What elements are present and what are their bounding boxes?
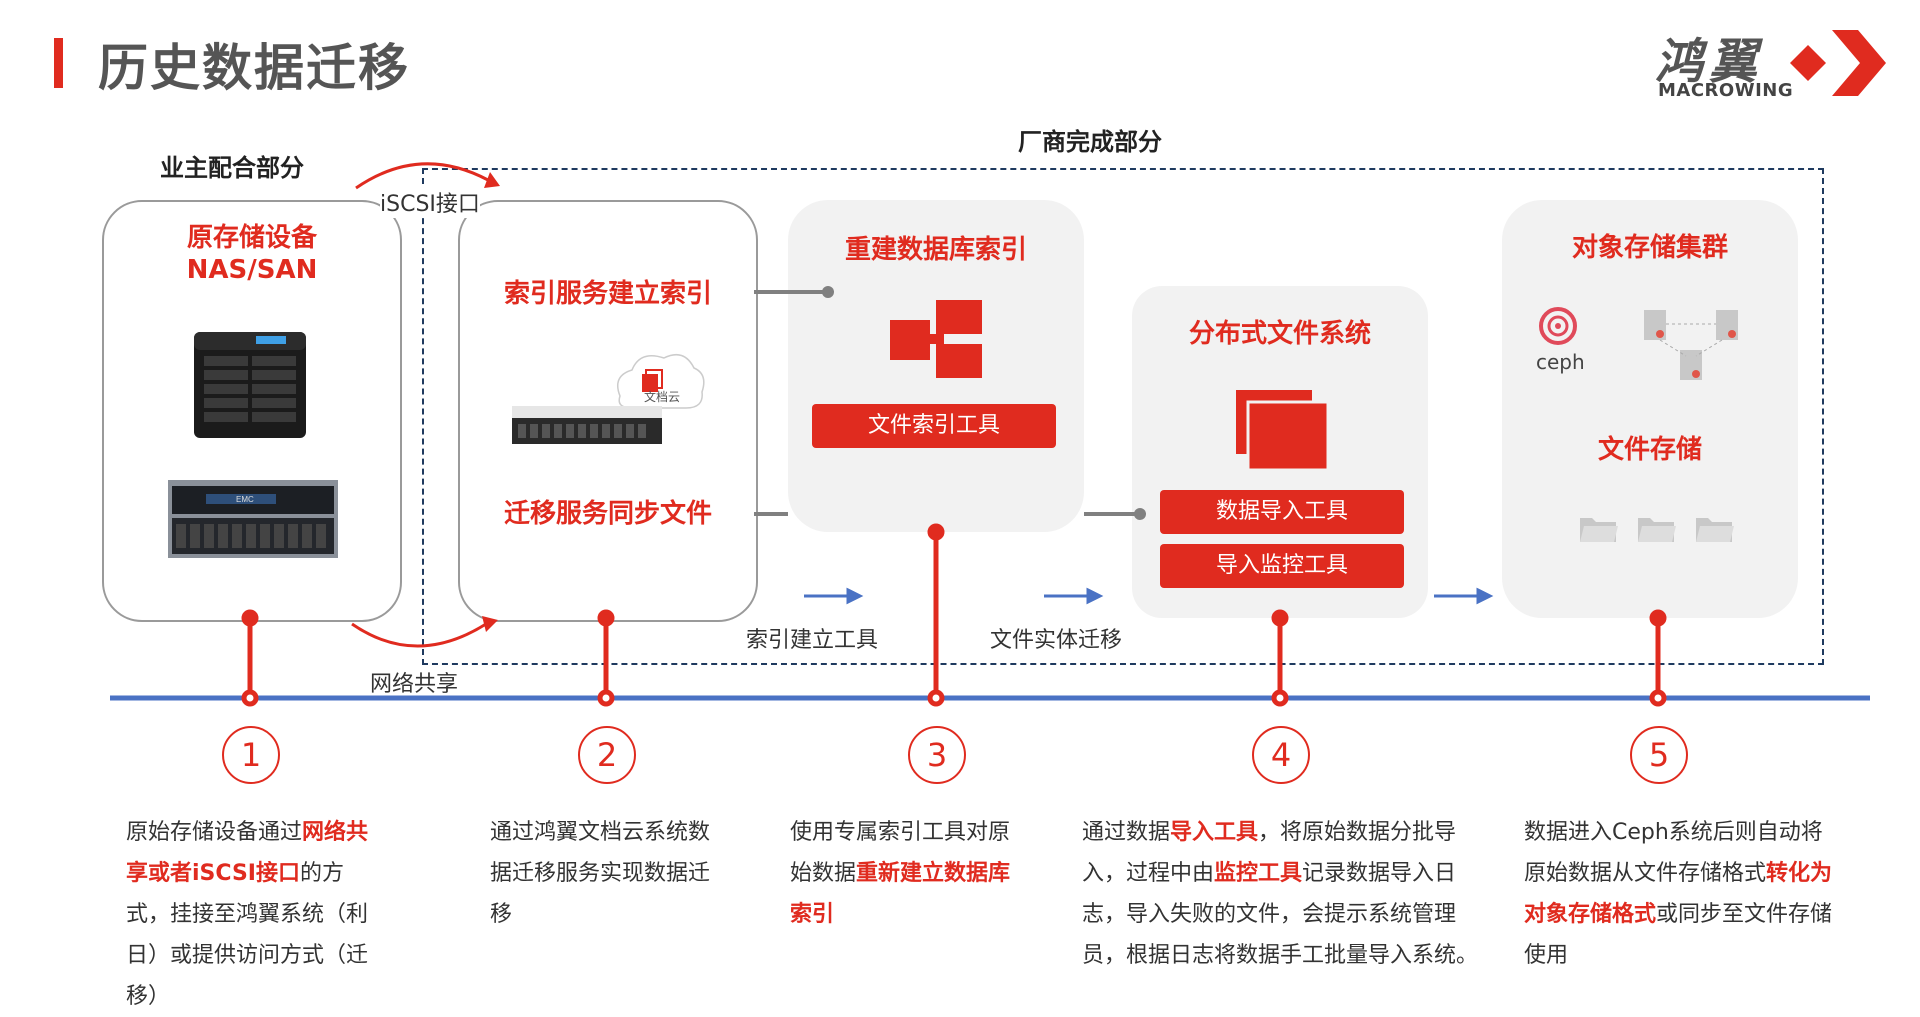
description-text: 通过数据 [1082,820,1171,845]
san-device-icon: EMC [168,480,338,558]
vendor-part-label: 厂商完成部分 [1018,128,1162,156]
hierarchy-icon [890,300,982,378]
description-text: ，将原始数据分批导入，过程中由 [1082,820,1457,886]
step-4-number: 4 [1252,726,1310,784]
dfs-title: 分布式文件系统 [1188,319,1371,349]
iscsi-label: iSCSI接口 [380,186,480,218]
folder-icon [1580,518,1618,542]
file-index-tool-button[interactable]: 文件索引工具 [812,404,1056,448]
ceph-label: ceph [1536,350,1585,374]
description-text: 数据进入Ceph系统后则自动将原始数据从文件存储格式 [1524,820,1823,886]
logo-chevron-icon [1790,30,1886,96]
index-tool-label: 索引建立工具 [746,628,879,653]
folder-icon [1696,518,1734,542]
storage-title-2: NAS/SAN [186,255,318,285]
data-import-tool-button[interactable]: 数据导入工具 [1160,490,1404,534]
nas-device-icon [194,332,306,438]
file-migration-label: 文件实体迁移 [990,628,1123,653]
network-share-label: 网络共享 [370,672,459,697]
step-5-description: 数据进入Ceph系统后则自动将原始数据从文件存储格式转化为对象存储格式或同步至文… [1524,812,1834,976]
description-text: 原始存储设备通过 [126,820,303,845]
rebuild-index-title: 重建数据库索引 [844,235,1027,265]
service-box: 索引服务建立索引 文档云 迁移服务同步文件 [458,200,758,622]
cloud-label: 文档云 [644,390,681,404]
highlight-text: 重新建立数据库索引 [790,861,1011,927]
storage-box: 原存储设备 NAS/SAN EMC [102,200,402,622]
page-title: 历史数据迁移 [98,39,410,97]
server-cloud-icon [512,353,705,444]
import-monitor-tool-button[interactable]: 导入监控工具 [1160,544,1404,588]
step-2-number: 2 [578,726,636,784]
index-service-label: 索引服务建立索引 [503,279,712,309]
title-accent-bar [54,38,63,88]
ceph-logo-icon [1539,307,1577,345]
highlight-text: 监控工具 [1214,861,1303,886]
step-4-description: 通过数据导入工具，将原始数据分批导入，过程中由监控工具记录数据导入日志，导入失败… [1082,812,1492,976]
dfs-box: 分布式文件系统 数据导入工具 导入监控工具 [1132,286,1428,618]
highlight-text: 转化为对象存储格式 [1524,861,1833,927]
file-storage-title: 文件存储 [1597,435,1702,465]
logo-text-en: MACROWING [1658,80,1794,101]
step-2-description: 通过鸿翼文档云系统数据迁移服务实现数据迁移 [490,812,726,935]
logo-text-cn: 鸿翼 [1655,34,1764,90]
step-3-description: 使用专属索引工具对原始数据重新建立数据库索引 [790,812,1026,935]
step-5-number: 5 [1630,726,1688,784]
storage-title-1: 原存储设备 [186,223,317,253]
highlight-text: 网络共享或者iSCSI接口 [126,820,369,886]
svg-text:EMC: EMC [236,495,254,504]
object-storage-box: 对象存储集群 ceph 文件存储 [1502,200,1798,618]
cluster-nodes-icon [1644,310,1738,380]
folder-icon [1638,518,1676,542]
step-1-number: 1 [222,726,280,784]
owner-part-label: 业主配合部分 [160,154,304,182]
description-text: 使用专属索引工具对原始数据 [790,820,1011,886]
step-3-number: 3 [908,726,966,784]
rebuild-index-box: 重建数据库索引 文件索引工具 [788,200,1084,532]
description-text: 记录数据导入日志，导入失败的文件，会提示系统管理员，根据日志将数据手工批量导入系… [1082,861,1479,968]
windows-icon [1236,390,1330,472]
description-text: 通过鸿翼文档云系统数据迁移服务实现数据迁移 [490,820,711,927]
object-storage-title: 对象存储集群 [1571,233,1728,263]
description-text: 或同步至文件存储使用 [1524,902,1833,968]
description-text: 的方式，挂接至鸿翼系统（利日）或提供访问方式（迁移） [126,861,369,1009]
step-1-description: 原始存储设备通过网络共享或者iSCSI接口的方式，挂接至鸿翼系统（利日）或提供访… [126,812,376,1017]
vendor-region [422,168,1824,665]
sync-service-label: 迁移服务同步文件 [503,499,712,529]
highlight-text: 导入工具 [1170,820,1259,845]
